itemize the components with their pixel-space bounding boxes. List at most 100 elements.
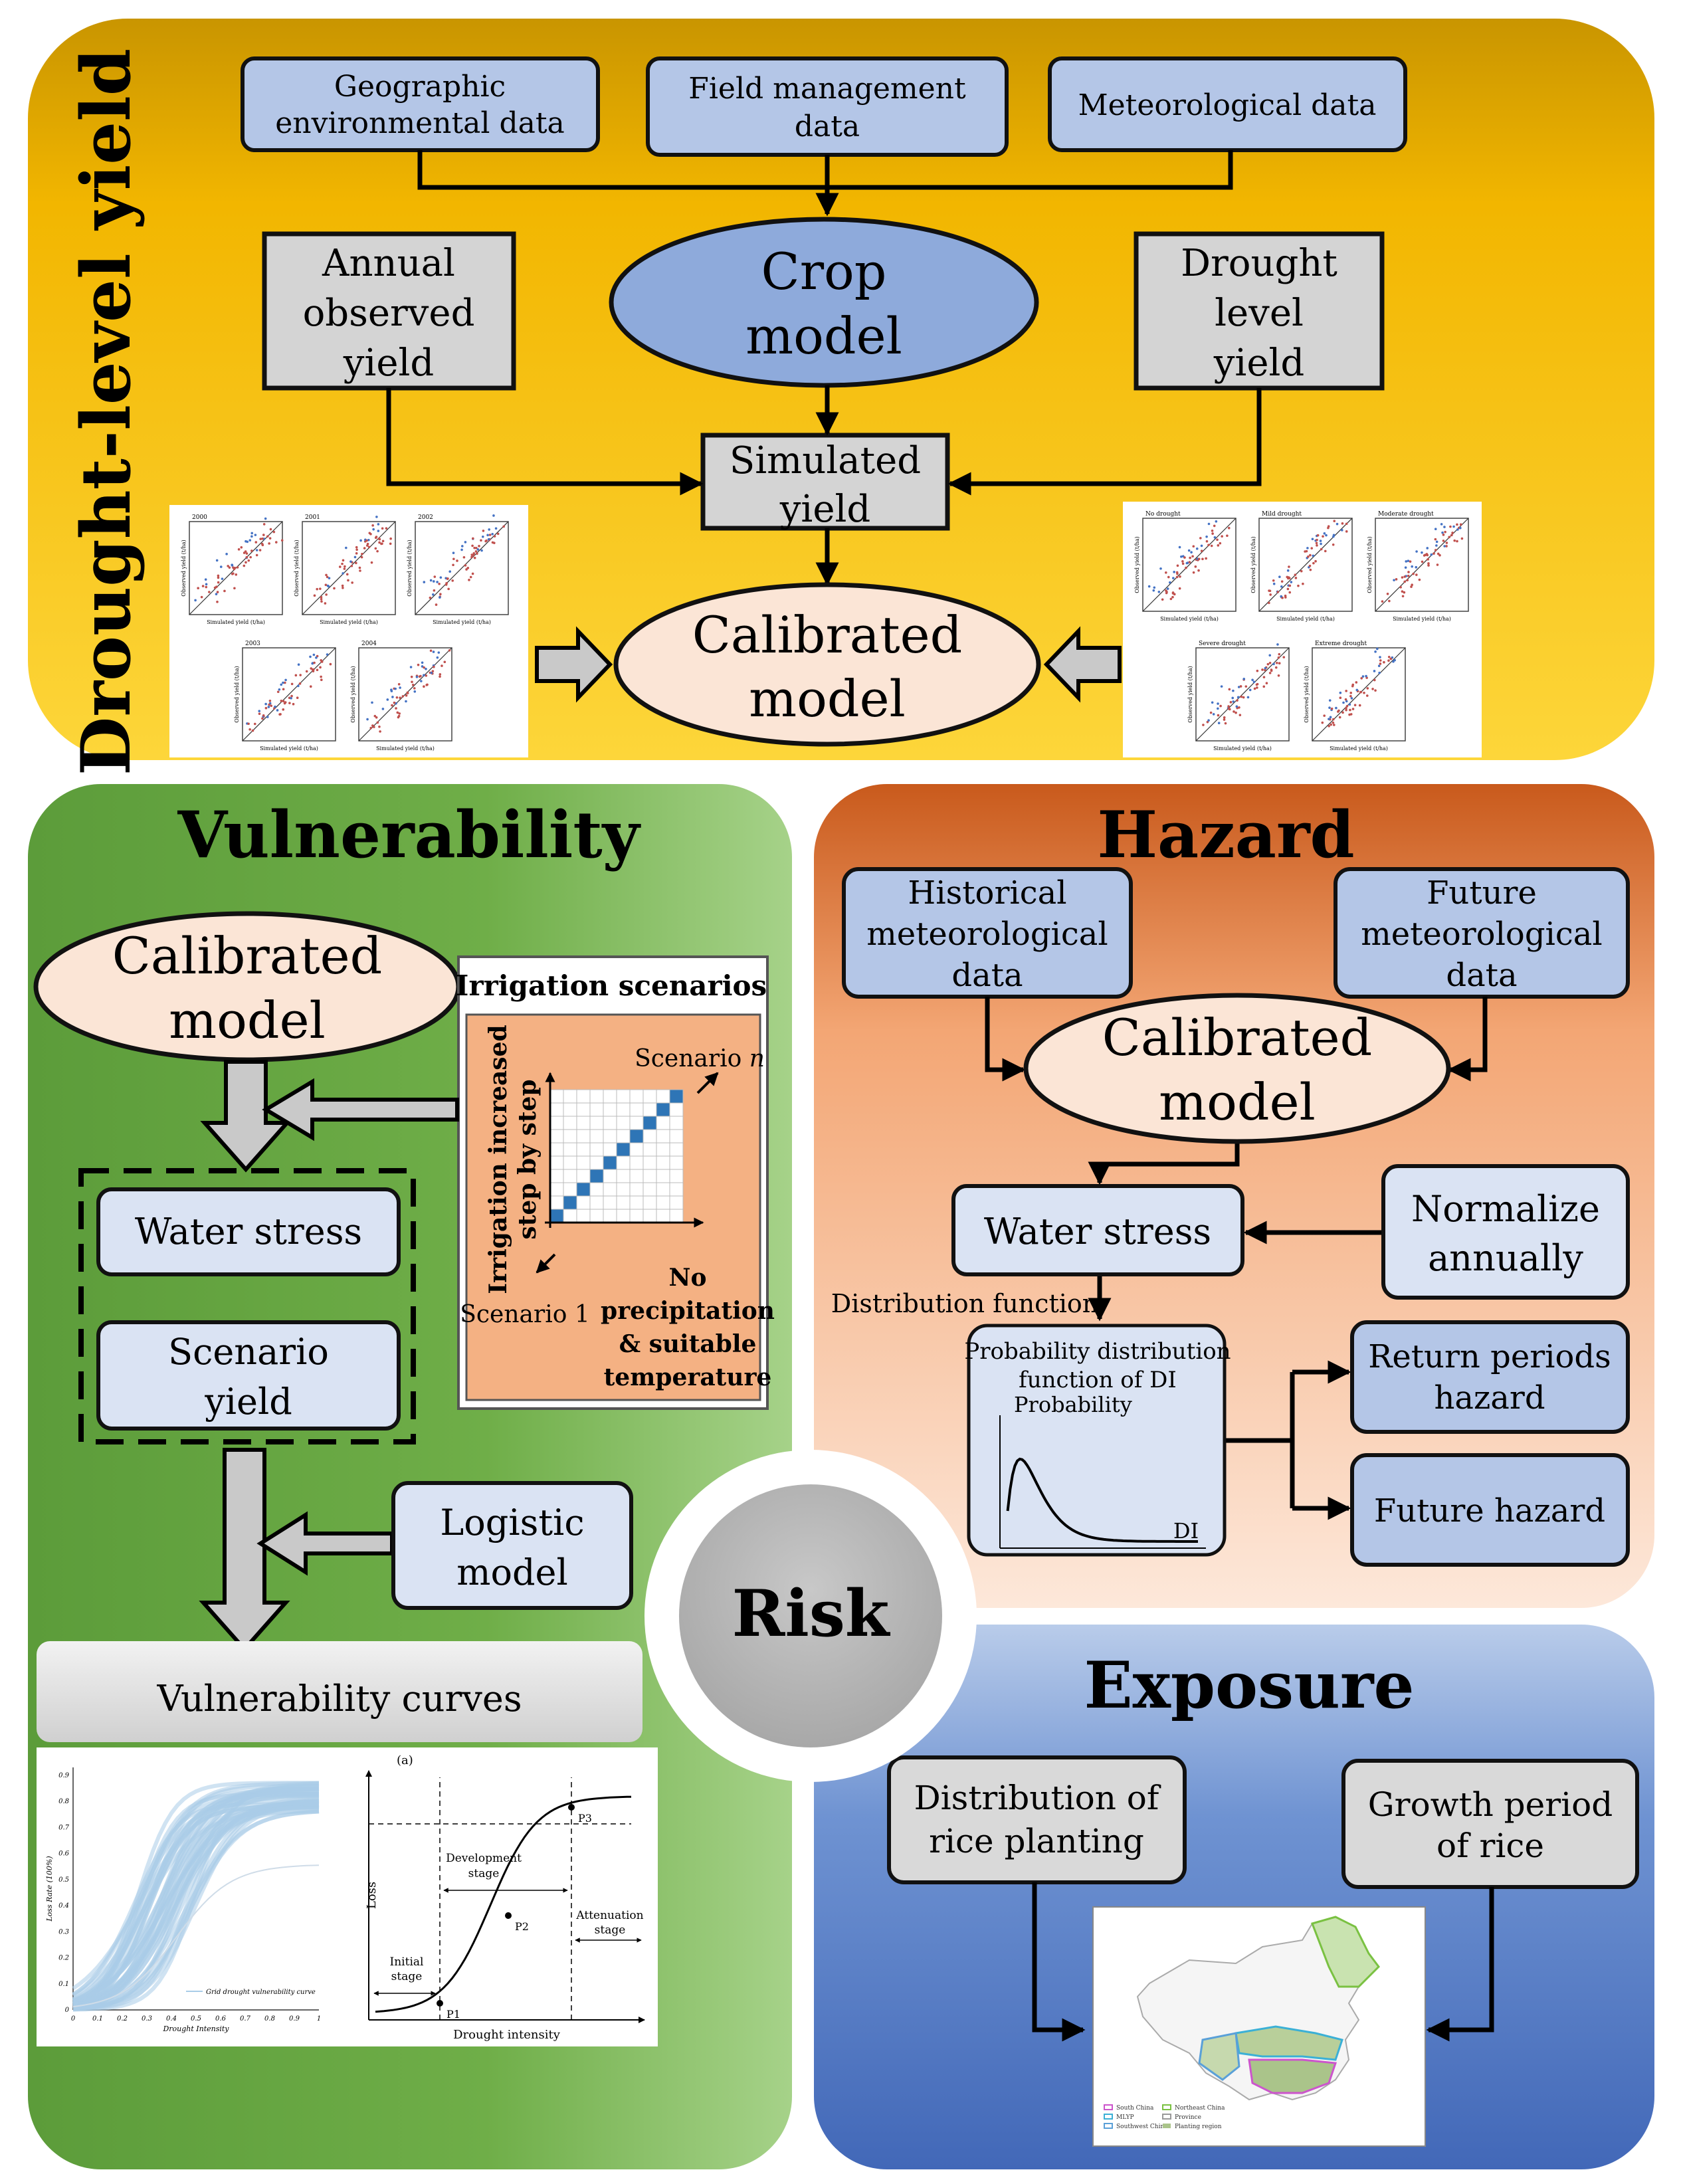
scatter-point [1286,569,1290,572]
scatter-point [1407,574,1410,577]
scatter-point [1288,584,1292,587]
scatter-point [1265,682,1268,685]
scatter-point [1383,660,1385,664]
scatter-point [1379,656,1381,658]
scatter-point [1253,687,1256,690]
scatter-point [1415,573,1418,576]
svg-text:Historical: Historical [908,874,1066,912]
hazard-water-stress-box: Water stress [951,1184,1244,1276]
svg-text:Simulated: Simulated [730,439,921,482]
scatter-point [1337,710,1339,713]
scatter-point [282,708,285,711]
irrigation-grid-cell [589,1182,604,1197]
scatter-point [433,665,435,668]
scatter-point [1442,540,1445,542]
scatter-point [415,676,419,678]
irrigation-grid-cell [589,1129,604,1143]
scatter-point [1325,534,1328,537]
irrigation-grid-cell [576,1102,591,1117]
scatter-point [452,563,454,567]
irrigation-grid-cell [616,1102,631,1117]
vuln-x-tick: 0.7 [240,2015,251,2023]
scatter-point [409,666,413,668]
mini-plot-xlabel: Simulated yield (t/ha) [260,745,318,751]
scatter-point [1256,686,1258,689]
scatter-point [1227,705,1230,708]
crop-model-label-2: model [745,306,902,365]
scatter-point [1197,557,1201,561]
scatter-point [343,567,346,570]
scatter-point [460,548,463,551]
irrigation-grid-cell [656,1142,670,1157]
scatter-point [260,542,264,546]
scatter-point [1315,542,1318,545]
scatter-point [406,692,409,694]
scatter-point [1213,524,1216,528]
scatter-point [374,547,377,550]
vuln-x-tick: 1 [317,2015,321,2023]
vuln-x-tick: 0.3 [142,2015,152,2023]
risk-circle [679,1484,942,1747]
vuln-calibrated-label: Calibrated [112,926,383,985]
hazard-panel-title: Hazard [1097,797,1354,872]
scatter-point [1276,591,1280,593]
scatter-point [1363,691,1365,694]
scatter-point [1445,545,1448,547]
svg-text:Northeast China: Northeast China [1175,2105,1225,2112]
scatter-point [1188,561,1191,563]
scatter-point [1444,530,1446,534]
scatter-point [432,593,435,596]
scatter-point [1242,696,1245,699]
stage-xlabel: Drought intensity [453,2028,561,2042]
scatter-point [1345,522,1348,526]
scatter-point [1304,550,1306,553]
scatter-point [471,544,474,547]
scatter-point [254,541,258,544]
crop-model-ellipse [609,217,1039,388]
northeast-region [1311,1916,1380,1988]
scatter-point [227,565,229,567]
irrigation-scenario-cell [629,1129,644,1143]
mini-plot-xlabel: Simulated yield (t/ha) [207,619,265,625]
scatter-point [1433,552,1435,555]
scatter-point [328,577,331,579]
vulnerability-curve [72,1799,320,2006]
mini-plot-title: Extreme drought [1315,641,1367,647]
scatter-point [344,565,346,568]
scatter-point [1232,700,1235,703]
mini-plot-ylabel: Observed yield (t/ha) [294,540,300,596]
scatter-point [1167,575,1170,579]
mini-plot-ylabel: Observed yield (t/ha) [1304,666,1310,722]
scatter-point [325,593,328,596]
scatter-point [1252,680,1256,684]
svg-text:Water stress: Water stress [135,1211,362,1252]
scatter-point [431,670,435,672]
scatter-point [1386,593,1389,595]
scatter-point [262,523,266,526]
scatter-point [282,700,285,703]
scatter-point [475,547,478,549]
scatter-point [1322,535,1324,538]
mini-plot-frame [189,521,283,615]
irrigation-grid-cell [669,1209,684,1223]
scatter-point [248,728,251,731]
scatter-point [469,575,472,579]
irrigation-left-arrow [262,1078,459,1142]
irrigation-note-2: precipitation [601,1297,775,1325]
scatter-point [432,650,435,653]
irrigation-grid-cell [656,1182,670,1197]
irrigation-grid-cell [549,1142,564,1157]
svg-text:DI: DI [1173,1518,1199,1543]
scatter-point [391,704,393,707]
scatter-point [1268,661,1272,664]
scatter-point [1440,523,1443,526]
scatter-point [342,587,344,589]
scatter-point [299,674,302,676]
scatter-point [1187,549,1191,552]
left-block-arrow [535,626,613,703]
irrigation-grid-cell [576,1155,591,1170]
scatter-point [369,532,372,536]
scatter-point [1235,705,1238,708]
